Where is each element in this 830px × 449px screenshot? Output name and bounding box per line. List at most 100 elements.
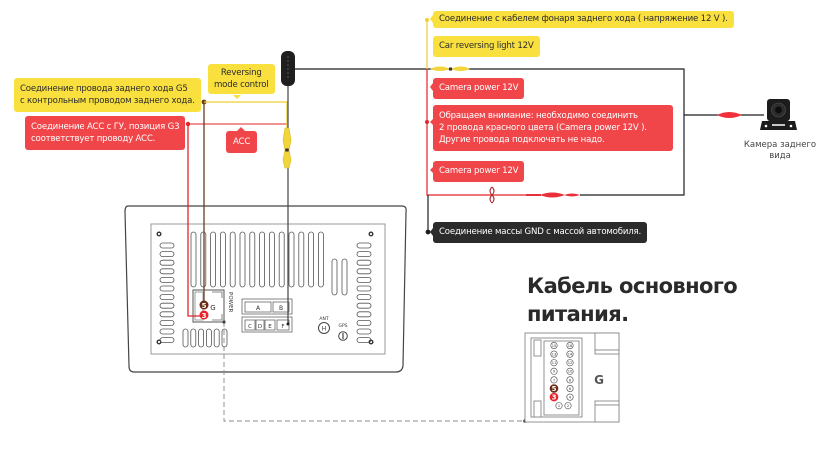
pin-11 — [550, 359, 558, 367]
acc-label: ACC — [226, 131, 258, 153]
vent-slot — [308, 231, 315, 288]
label-pointer-dark — [430, 228, 433, 236]
pin-13 — [550, 350, 558, 358]
vent-slot — [288, 231, 295, 288]
connector-d-label: D — [258, 324, 262, 330]
pin-label-13: 13 — [552, 353, 557, 357]
head-unit-pin-3-label: 3 — [202, 312, 207, 320]
vent-slot — [249, 231, 256, 288]
vent-slot — [356, 285, 372, 292]
dashed-link-wire — [223, 322, 525, 422]
attention-note: Обращаем внимание: необходимо соединить … — [433, 105, 673, 151]
head-unit-pin-5-label: 5 — [202, 302, 207, 310]
camera-caption: Камера заднего вида — [740, 140, 820, 162]
reversing-mode-label: Reversing mode control — [208, 64, 275, 94]
camera-power-bottom-label: Camera power 12V — [433, 161, 525, 182]
pin-label-10: 10 — [568, 370, 573, 374]
pin-label-9: 9 — [553, 370, 556, 374]
pin-label-5: 5 — [552, 385, 557, 393]
reverse-wire-line-2: с контрольным проводом заднего хода. — [20, 96, 195, 106]
vent-slot — [239, 231, 246, 288]
pin-label-15: 15 — [552, 344, 557, 348]
head-unit-pin-5 — [199, 300, 209, 310]
connector-a-label: A — [256, 305, 261, 312]
vent-slot — [268, 231, 275, 288]
vent-slot — [182, 328, 189, 348]
main-cable-title-line-2: питания. — [527, 302, 629, 326]
camera-power-wire — [426, 69, 526, 196]
vent-slot — [356, 337, 372, 344]
attention-line-2: 2 провода красного цвета (Camera power 1… — [439, 123, 647, 133]
pin-7 — [550, 376, 558, 384]
power-connector-letter: G — [210, 304, 215, 312]
camera-red-inline — [717, 112, 742, 118]
connector-ab — [241, 298, 293, 315]
label-pointers-red — [179, 83, 433, 173]
vent-slot — [219, 231, 226, 288]
vent-slot — [356, 311, 372, 318]
reversing-mode-line-2: mode control — [214, 80, 269, 90]
pin-6 — [566, 384, 574, 392]
gnd-connection-label: Соединение массы GND с массой автомобиля… — [433, 222, 647, 243]
vent-slot — [213, 328, 220, 348]
connector-e-label: E — [268, 324, 272, 330]
vent-slot — [221, 328, 228, 348]
reversing-mode-line-1: Reversing — [220, 68, 262, 78]
vent-slot — [205, 328, 212, 348]
red-power-connector — [526, 192, 580, 198]
pin-9 — [550, 367, 558, 375]
connector-cdef — [241, 316, 293, 333]
reverse-wire-line-1: Соединение провода заднего хода G5 — [20, 84, 188, 94]
vent-slot — [356, 259, 372, 266]
acc-wire — [187, 124, 203, 317]
head-unit-pin-3 — [199, 310, 209, 320]
vent-slot — [159, 268, 175, 275]
pin-14 — [566, 350, 574, 358]
pin-10 — [566, 367, 574, 375]
vent-slot — [159, 285, 175, 292]
pin-1 — [555, 402, 563, 410]
vent-slot — [159, 276, 175, 283]
pin-15 — [550, 341, 558, 349]
gps-socket-icon — [338, 331, 348, 341]
pin-label-8: 8 — [569, 378, 572, 382]
acc-connection-line-1: Соединение ACC с ГУ, позиция G3 — [31, 122, 180, 132]
pin-label-1: 1 — [558, 404, 560, 408]
camera-caption-line-1: Камера заднего — [743, 140, 817, 150]
vent-slot — [159, 302, 175, 309]
vent-slot — [159, 294, 175, 301]
pin-label-14: 14 — [568, 353, 573, 357]
vent-slot — [159, 337, 175, 344]
black-plug-connector — [281, 51, 295, 86]
acc-connection-label: Соединение ACC с ГУ, позиция G3 соответс… — [25, 116, 186, 150]
vent-slot — [331, 258, 338, 296]
yellow-inline-connector — [282, 127, 292, 169]
vent-slot — [159, 319, 175, 326]
vent-slot — [159, 242, 175, 249]
pin-12 — [566, 359, 574, 367]
pin-label-11: 11 — [552, 361, 557, 365]
vent-slot — [356, 268, 372, 275]
camera-power-top-label: Camera power 12V — [433, 78, 525, 99]
vent-slot — [259, 231, 266, 288]
vent-slot — [190, 231, 197, 288]
main-cable-title: Кабель основного питания. — [527, 272, 738, 328]
main-cable-title-line-1: Кабель основного — [527, 274, 738, 298]
screw-icons — [156, 231, 374, 345]
pin-label-16: 16 — [568, 344, 573, 348]
camera-icon — [760, 99, 797, 130]
pin-3 — [549, 392, 559, 402]
vent-slot — [159, 259, 175, 266]
vent-slot — [341, 258, 348, 296]
pin-label-3: 3 — [552, 394, 557, 402]
attention-line-3: Другие провода подключать не надо. — [439, 135, 605, 145]
attention-line-1: Обращаем внимание: необходимо соединить — [439, 111, 638, 121]
ant-socket-icon — [318, 322, 330, 334]
pin-8 — [566, 376, 574, 384]
pin-16 — [566, 341, 574, 349]
vent-slot — [198, 328, 205, 348]
power-label: POWER — [227, 292, 233, 313]
vent-slot — [159, 251, 175, 258]
